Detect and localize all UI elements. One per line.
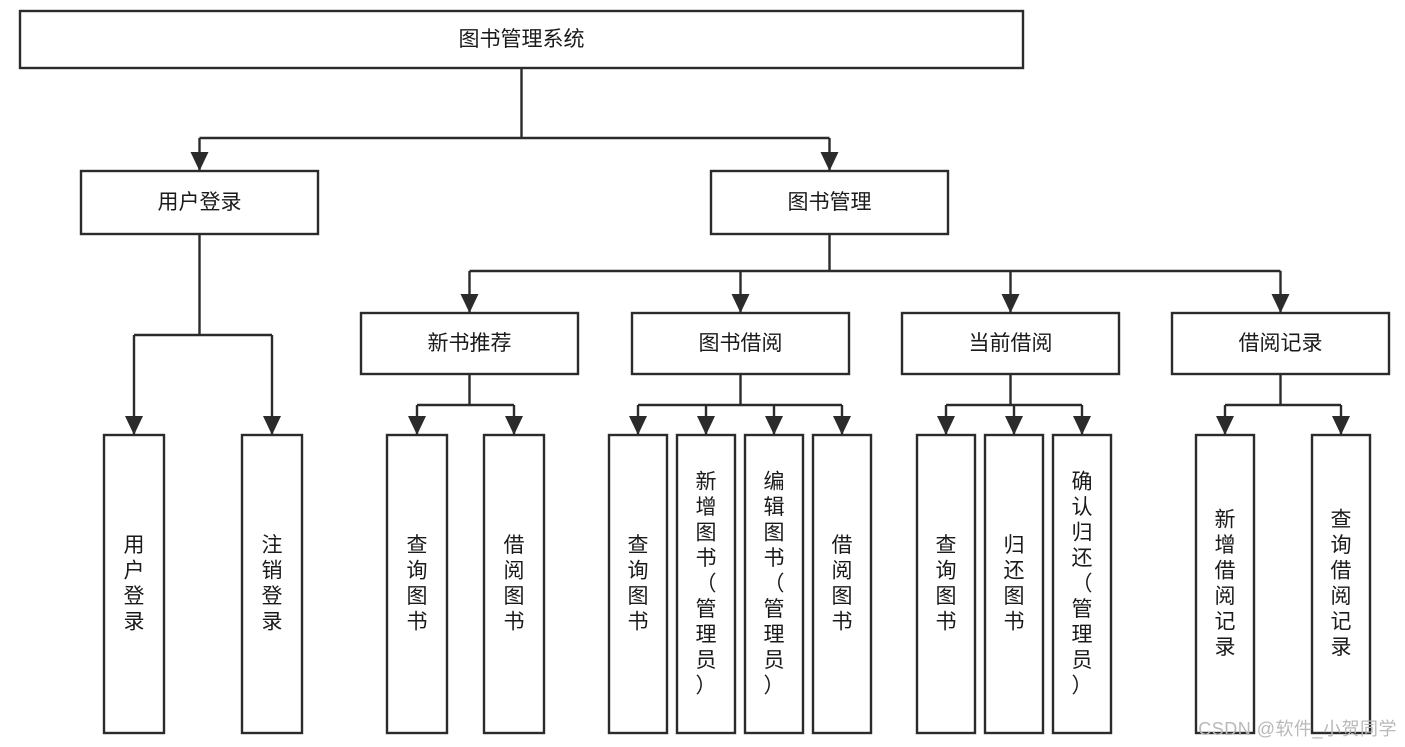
arrow-head-current-query-book — [937, 416, 955, 435]
node-book-borrow[interactable]: 图书借阅 — [630, 311, 851, 376]
node-borrow-add-book[interactable]: 新增图书（管理员） — [675, 433, 737, 735]
node-record-query[interactable]: 查询借阅记录 — [1310, 433, 1372, 735]
node-label-recommend-borrow-book: 借阅图书 — [504, 534, 525, 634]
arrow-head-book-borrow — [731, 294, 750, 313]
node-box-borrow-edit-book[interactable] — [743, 433, 805, 735]
node-borrow-record[interactable]: 借阅记录 — [1170, 311, 1391, 376]
node-borrow-edit-book[interactable]: 编辑图书（管理员） — [743, 433, 805, 735]
node-box-recommend-query-book[interactable] — [385, 433, 449, 735]
arrow-head-record-add — [1216, 416, 1234, 435]
arrow-head-recommend-query-book — [408, 416, 426, 435]
node-label-new-book-recommend: 新书推荐 — [428, 332, 512, 355]
node-box-user-login[interactable] — [79, 169, 320, 236]
node-label-user-login: 用户登录 — [158, 191, 242, 214]
node-label-recommend-query-book: 查询图书 — [407, 534, 428, 634]
node-box-borrow-record[interactable] — [1170, 311, 1391, 376]
arrow-head-book-manage — [820, 152, 839, 171]
node-record-add[interactable]: 新增借阅记录 — [1194, 433, 1256, 735]
node-recommend-borrow-book[interactable]: 借阅图书 — [482, 433, 546, 735]
node-book-manage[interactable]: 图书管理 — [709, 169, 950, 236]
node-box-root[interactable] — [18, 9, 1025, 70]
node-label-user-logout: 注销登录 — [262, 534, 283, 634]
node-current-return-book[interactable]: 归还图书 — [983, 433, 1045, 735]
node-label-book-manage: 图书管理 — [788, 191, 872, 214]
node-box-book-manage[interactable] — [709, 169, 950, 236]
node-label-current-confirm-return: 确认归还（管理员） — [1072, 470, 1093, 697]
arrow-head-borrow-add-book — [697, 416, 715, 435]
node-label-current-return-book: 归还图书 — [1004, 534, 1025, 634]
node-box-book-borrow[interactable] — [630, 311, 851, 376]
arrow-head-user-login — [190, 152, 209, 171]
node-user-login[interactable]: 用户登录 — [79, 169, 320, 236]
node-user-login-do[interactable]: 用户登录 — [102, 433, 166, 735]
node-box-recommend-borrow-book[interactable] — [482, 433, 546, 735]
node-user-logout[interactable]: 注销登录 — [240, 433, 304, 735]
node-label-record-add: 新增借阅记录 — [1215, 509, 1236, 660]
node-box-record-add[interactable] — [1194, 433, 1256, 735]
node-box-borrow-query-book[interactable] — [607, 433, 669, 735]
arrow-head-current-borrow — [1001, 294, 1020, 313]
node-new-book-recommend[interactable]: 新书推荐 — [359, 311, 580, 376]
node-recommend-query-book[interactable]: 查询图书 — [385, 433, 449, 735]
node-label-book-borrow: 图书借阅 — [699, 332, 783, 355]
node-box-user-logout[interactable] — [240, 433, 304, 735]
node-current-borrow[interactable]: 当前借阅 — [900, 311, 1121, 376]
arrow-head-user-login-do — [125, 416, 143, 435]
node-box-current-return-book[interactable] — [983, 433, 1045, 735]
node-label-borrow-add-book: 新增图书（管理员） — [696, 470, 717, 697]
node-box-record-query[interactable] — [1310, 433, 1372, 735]
node-box-new-book-recommend[interactable] — [359, 311, 580, 376]
node-label-current-query-book: 查询图书 — [936, 534, 957, 634]
arrow-head-borrow-record — [1271, 294, 1290, 313]
arrow-head-record-query — [1332, 416, 1350, 435]
node-box-borrow-add-book[interactable] — [675, 433, 737, 735]
node-label-borrow-borrow-book: 借阅图书 — [832, 534, 853, 634]
node-label-root: 图书管理系统 — [459, 28, 585, 51]
node-box-current-confirm-return[interactable] — [1051, 433, 1113, 735]
node-label-borrow-edit-book: 编辑图书（管理员） — [764, 470, 785, 697]
node-borrow-query-book[interactable]: 查询图书 — [607, 433, 669, 735]
arrow-head-user-logout — [263, 416, 281, 435]
node-current-confirm-return[interactable]: 确认归还（管理员） — [1051, 433, 1113, 735]
node-label-record-query: 查询借阅记录 — [1331, 509, 1352, 660]
arrow-head-current-confirm-return — [1073, 416, 1091, 435]
node-box-current-borrow[interactable] — [900, 311, 1121, 376]
arrow-head-current-return-book — [1005, 416, 1023, 435]
node-label-borrow-query-book: 查询图书 — [628, 534, 649, 634]
node-box-current-query-book[interactable] — [915, 433, 977, 735]
node-borrow-borrow-book[interactable]: 借阅图书 — [811, 433, 873, 735]
node-label-user-login-do: 用户登录 — [124, 534, 145, 634]
arrow-head-borrow-query-book — [629, 416, 647, 435]
arrow-head-borrow-edit-book — [765, 416, 783, 435]
node-label-borrow-record: 借阅记录 — [1239, 332, 1323, 355]
node-current-query-book[interactable]: 查询图书 — [915, 433, 977, 735]
arrow-head-recommend-borrow-book — [505, 416, 523, 435]
arrow-head-new-book-recommend — [460, 294, 479, 313]
node-box-borrow-borrow-book[interactable] — [811, 433, 873, 735]
node-box-user-login-do[interactable] — [102, 433, 166, 735]
arrow-head-borrow-borrow-book — [833, 416, 851, 435]
node-root[interactable]: 图书管理系统 — [18, 9, 1025, 70]
node-label-current-borrow: 当前借阅 — [969, 332, 1053, 355]
